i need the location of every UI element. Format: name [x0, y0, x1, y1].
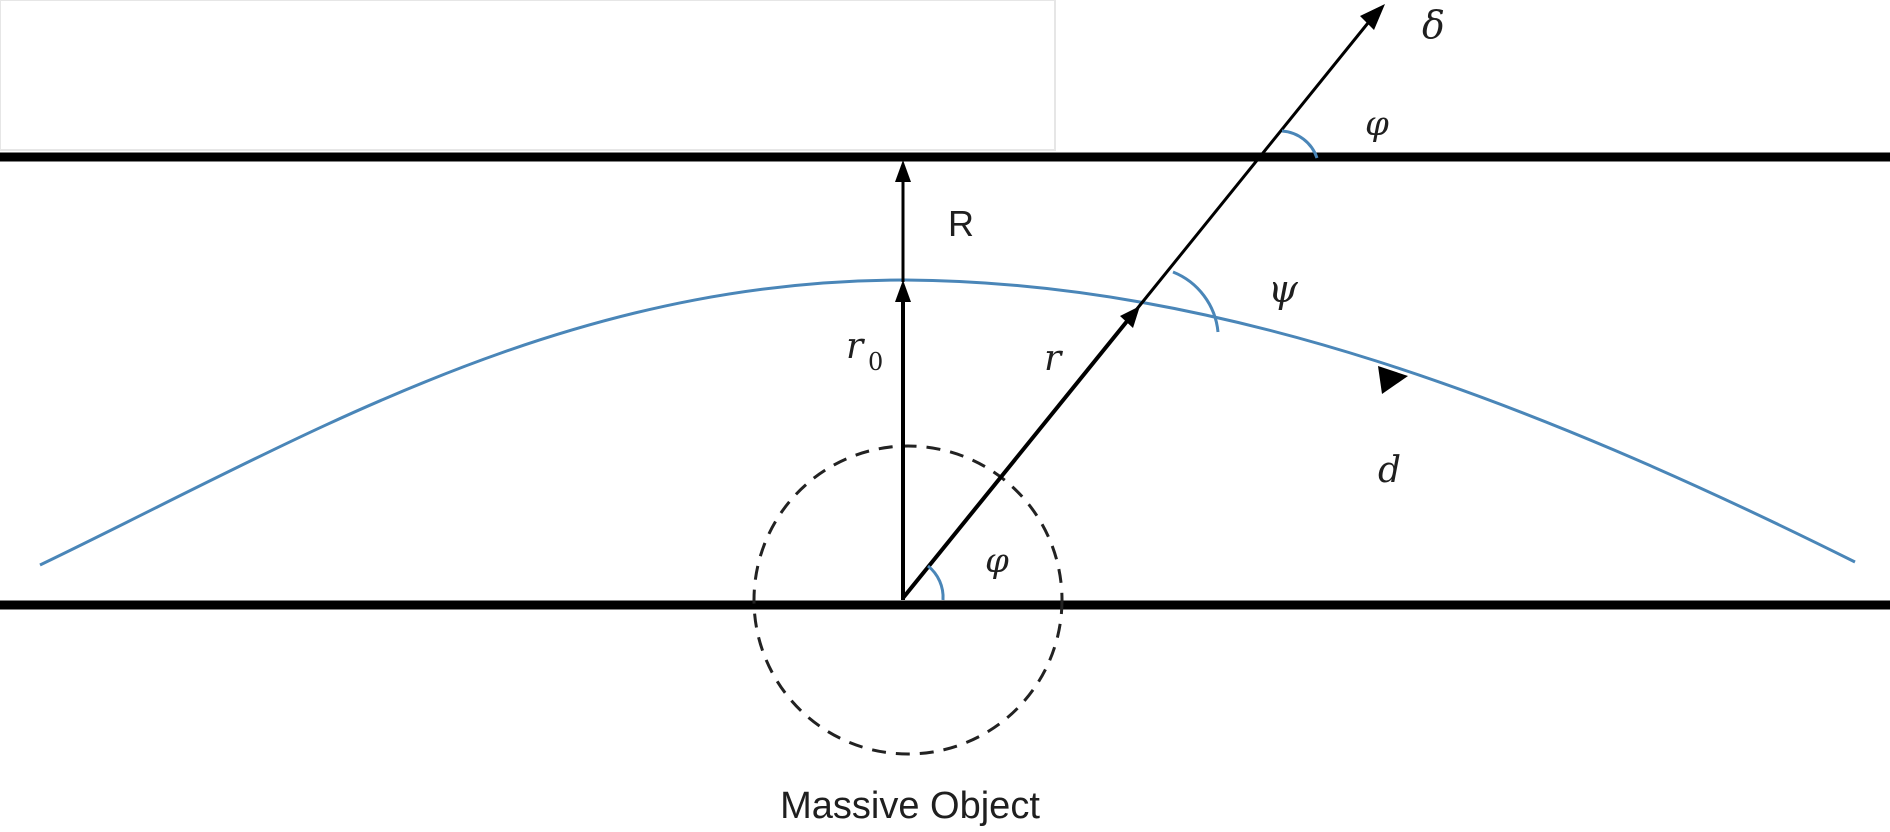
phi-bottom-arc	[927, 564, 945, 601]
r-vector-line	[901, 318, 1130, 600]
label-phi-bottom: φ	[985, 541, 1009, 581]
trajectory-arrowhead	[1378, 366, 1408, 394]
light-trajectory-curve	[39, 278, 1856, 567]
psi-arc	[1172, 270, 1220, 333]
background-panel	[0, 0, 1056, 151]
label-massive-object: Massive Object	[780, 785, 1040, 827]
label-delta: δ	[1422, 3, 1445, 47]
label-r0: r	[846, 326, 865, 367]
delta-arrowhead	[1360, 4, 1385, 30]
phi-top-arc	[1281, 129, 1319, 159]
delta-line	[1126, 17, 1374, 321]
label-psi: ψ	[1268, 267, 1299, 311]
r0-arrowhead	[895, 280, 911, 302]
label-d: d	[1378, 450, 1401, 491]
massive-object-circle	[752, 444, 1064, 756]
label-R: R	[948, 203, 974, 244]
label-r0-subscript: 0	[868, 348, 883, 376]
label-r: r	[1044, 338, 1063, 379]
label-phi-top: φ	[1365, 104, 1389, 144]
R-arrowhead	[895, 160, 911, 182]
